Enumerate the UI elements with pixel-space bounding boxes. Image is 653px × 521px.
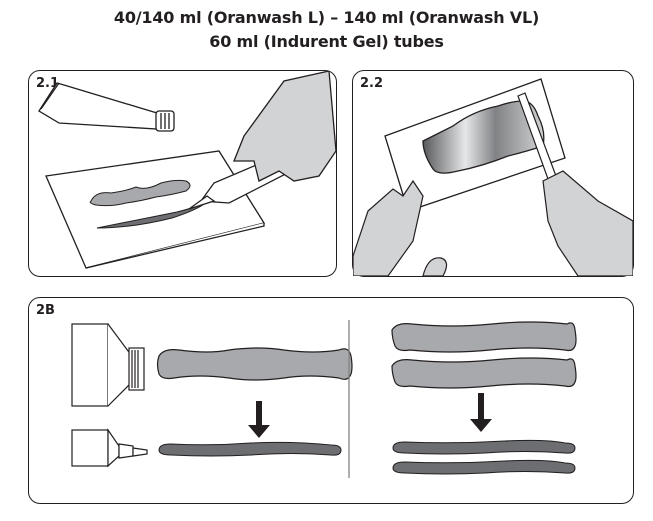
tube-icon [38,82,175,132]
mixed-paste-icon [422,100,545,174]
panel-2-2: 2.2 [352,70,634,277]
tube-and-syringe-illustration [38,71,336,269]
title-line-1: 40/140 ml (Oranwash L) – 140 ml (Oranwas… [113,8,540,27]
panel-label: 2.1 [36,76,60,91]
left-hand-icon [353,179,424,276]
paste-bead-wide [89,179,191,207]
thin-bead [158,441,342,457]
arrow-down-icon [470,393,492,432]
thumb-icon [422,257,448,276]
wide-bead [391,321,577,353]
thin-bead [392,439,576,455]
wide-bead [156,347,353,381]
right-hand-icon [542,170,633,276]
thin-bead [392,459,576,475]
panel-label: 2B [36,303,55,318]
large-tube-icon [71,323,145,407]
gloved-hand-icon [233,71,336,182]
title-line-2: 60 ml (Indurent Gel) tubes [209,32,444,51]
panel-2-1: 2.1 [28,70,337,277]
small-tube-icon [71,428,148,468]
bead-comparison-illustration [71,320,577,478]
glass-slab-icon [45,150,266,269]
panel-2b: 2B [28,297,634,504]
wide-bead [391,357,577,389]
arrow-down-icon [248,401,270,438]
spatula-mixing-illustration [353,78,633,276]
panel-label: 2.2 [360,76,384,91]
